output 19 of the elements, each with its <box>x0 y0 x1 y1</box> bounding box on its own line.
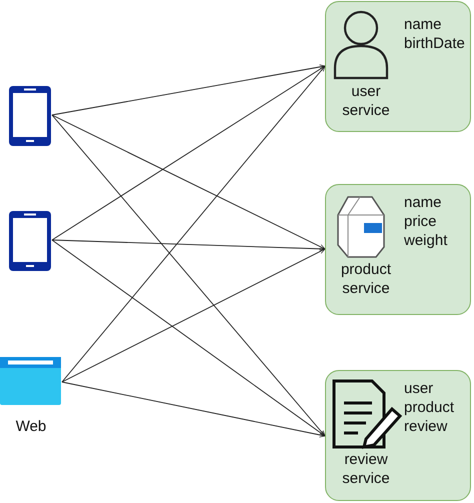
service-box <box>325 1 471 132</box>
service-box <box>325 370 471 501</box>
connector-arrow <box>52 240 326 436</box>
service-name: review service <box>341 450 391 488</box>
field-list: name birthDate <box>404 15 468 53</box>
client-label: Web <box>14 417 48 436</box>
connector-arrow <box>52 114 326 250</box>
connector-arrow <box>62 248 326 382</box>
field-list: user product review <box>404 379 468 436</box>
field-list: name price weight <box>404 193 468 250</box>
connector-arrow <box>52 240 326 252</box>
connector-arrow <box>62 66 326 382</box>
service-name: user service <box>341 82 391 120</box>
connector-arrow <box>62 382 326 438</box>
connector-arrow <box>52 64 326 116</box>
service-box <box>325 184 471 315</box>
connector-arrow <box>52 66 326 240</box>
connector-arrow <box>52 114 326 436</box>
service-name: product service <box>340 260 392 298</box>
